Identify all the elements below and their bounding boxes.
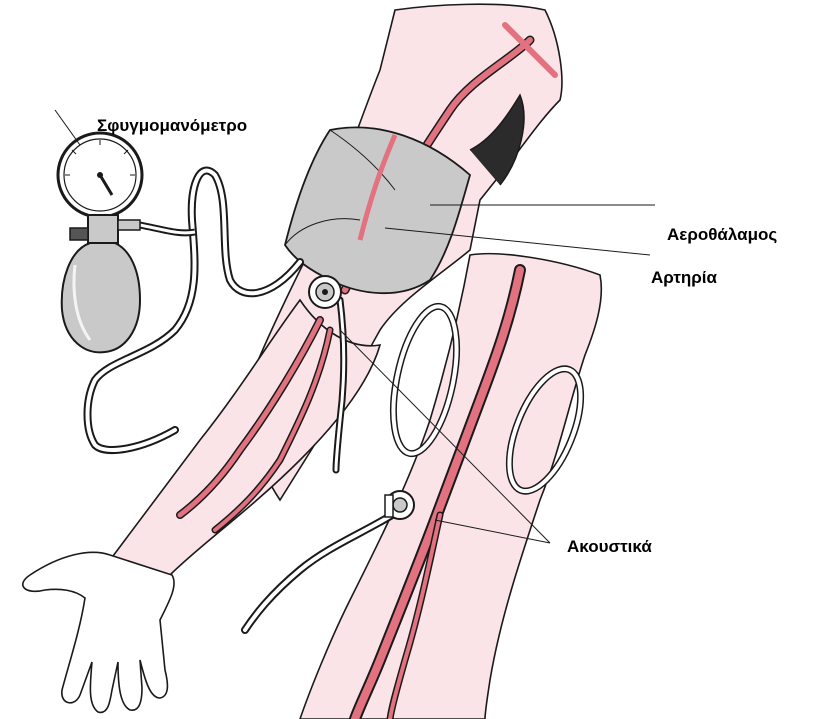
label-air-chamber: Αεροθάλαμος [667, 226, 777, 243]
stethoscope-chestpiece [309, 276, 341, 308]
stethoscope-chestpiece-lower [385, 491, 414, 519]
label-earpieces: Ακουστικά [567, 538, 652, 555]
label-sphygmomanometer: Σφυγμομανόμετρο [97, 117, 247, 134]
gauge [58, 133, 142, 217]
valve [70, 215, 140, 243]
label-artery: Αρτηρία [651, 269, 717, 286]
hand [23, 552, 174, 712]
gauge-pointer-line [55, 110, 80, 145]
